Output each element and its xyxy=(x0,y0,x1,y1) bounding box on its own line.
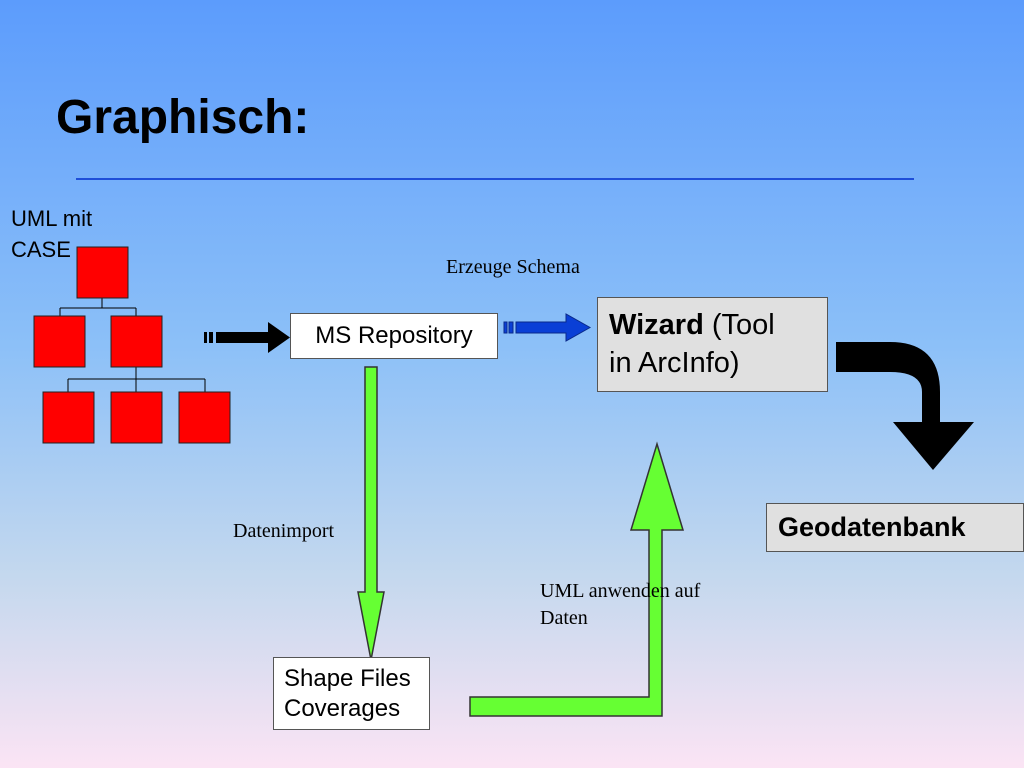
hierarchy-connectors xyxy=(59,298,206,392)
tree-node-left xyxy=(33,315,86,368)
uml-case-line1: UML mit xyxy=(11,206,93,231)
wizard-line1: Wizard (Tool xyxy=(609,306,827,344)
shape-files-line1: Shape Files xyxy=(284,665,411,692)
tree-node-root xyxy=(76,246,129,299)
slide-title: Graphisch: xyxy=(56,91,310,144)
erzeuge-schema-label: Erzeuge Schema xyxy=(446,256,580,278)
tree-node-leaf-1 xyxy=(42,391,95,444)
wizard-box: Wizard (Tool in ArcInfo) xyxy=(597,297,828,392)
wizard-bold: Wizard xyxy=(609,309,704,341)
shape-files-box: Shape Files Coverages xyxy=(273,657,430,730)
hierarchy-nodes xyxy=(33,246,231,444)
arrow-uml-to-repository xyxy=(204,322,290,353)
tree-node-leaf-2 xyxy=(110,391,163,444)
tree-node-leaf-3 xyxy=(178,391,231,444)
datenimport-label: Datenimport xyxy=(233,520,335,542)
tree-node-right xyxy=(110,315,163,368)
shape-files-line2: Coverages xyxy=(284,695,401,722)
geodatenbank-label: Geodatenbank xyxy=(778,512,966,542)
uml-anwenden-line1: UML anwenden auf xyxy=(540,580,701,602)
uml-anwenden-label: UML anwenden auf Daten xyxy=(540,578,700,632)
arrow-datenimport xyxy=(357,366,385,661)
wizard-rest: (Tool xyxy=(703,309,775,341)
arrow-uml-anwenden xyxy=(469,441,685,717)
geodatenbank-box: Geodatenbank xyxy=(766,503,1024,552)
arrow-wizard-to-geodatenbank xyxy=(836,342,974,470)
ms-repository-label: MS Repository xyxy=(315,322,473,349)
title-underline xyxy=(76,178,914,180)
uml-case-label: UML mit CASE xyxy=(11,203,92,265)
arrow-repository-to-wizard xyxy=(503,313,592,342)
uml-anwenden-line2: Daten xyxy=(540,607,588,629)
wizard-line2: in ArcInfo) xyxy=(609,347,740,379)
ms-repository-box: MS Repository xyxy=(290,313,498,359)
uml-case-line2: CASE xyxy=(11,237,71,262)
